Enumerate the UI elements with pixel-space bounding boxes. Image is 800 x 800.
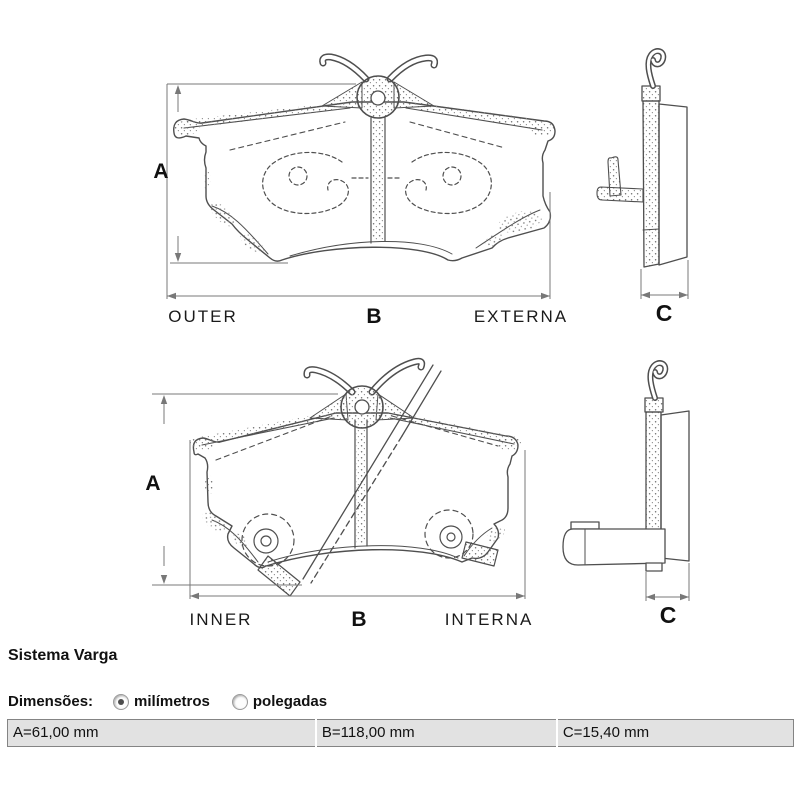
inner-pad-dimensions [152,393,690,601]
inner-pad-front-view [190,357,522,597]
unit-selector-row: Dimensões: milímetros polegadas [8,693,349,710]
label-externa: EXTERNA [474,307,568,326]
label-b-top: B [366,305,381,328]
outer-pad-side-view [596,48,688,268]
brake-pad-technical-drawing: A OUTER B EXTERNA C [145,48,690,631]
label-c-top: C [656,300,673,326]
label-c-bottom: C [660,602,677,628]
system-title: Sistema Varga [8,647,118,664]
inches-radio-label: polegadas [252,693,328,710]
unit-option-millimeters[interactable]: milímetros [113,693,210,710]
dimension-b-value: B=118,00 mm [314,719,557,747]
outer-pad-dimensions [166,83,689,300]
outer-pad-front-view [173,53,556,262]
dimension-a-value: A=61,00 mm [13,724,99,741]
label-inner: INNER [190,610,253,629]
unit-option-inches[interactable]: polegadas [231,693,328,710]
table-row: A=61,00 mm B=118,00 mm C=15,40 mm [8,719,794,747]
label-outer: OUTER [168,307,238,326]
dimensions-label: Dimensões: [8,693,94,710]
dimensions-table: A=61,00 mm B=118,00 mm C=15,40 mm [7,719,794,747]
label-interna: INTERNA [445,610,534,629]
millimeters-radio-button[interactable] [113,693,130,710]
millimeters-radio-label: milímetros [134,693,210,710]
label-b-bottom: B [351,608,366,631]
dimension-c-value: C=15,40 mm [555,719,794,747]
inner-pad-side-view [562,360,690,572]
inches-radio-button[interactable] [231,693,248,710]
label-a-top: A [153,160,168,183]
label-a-bottom: A [145,472,160,495]
